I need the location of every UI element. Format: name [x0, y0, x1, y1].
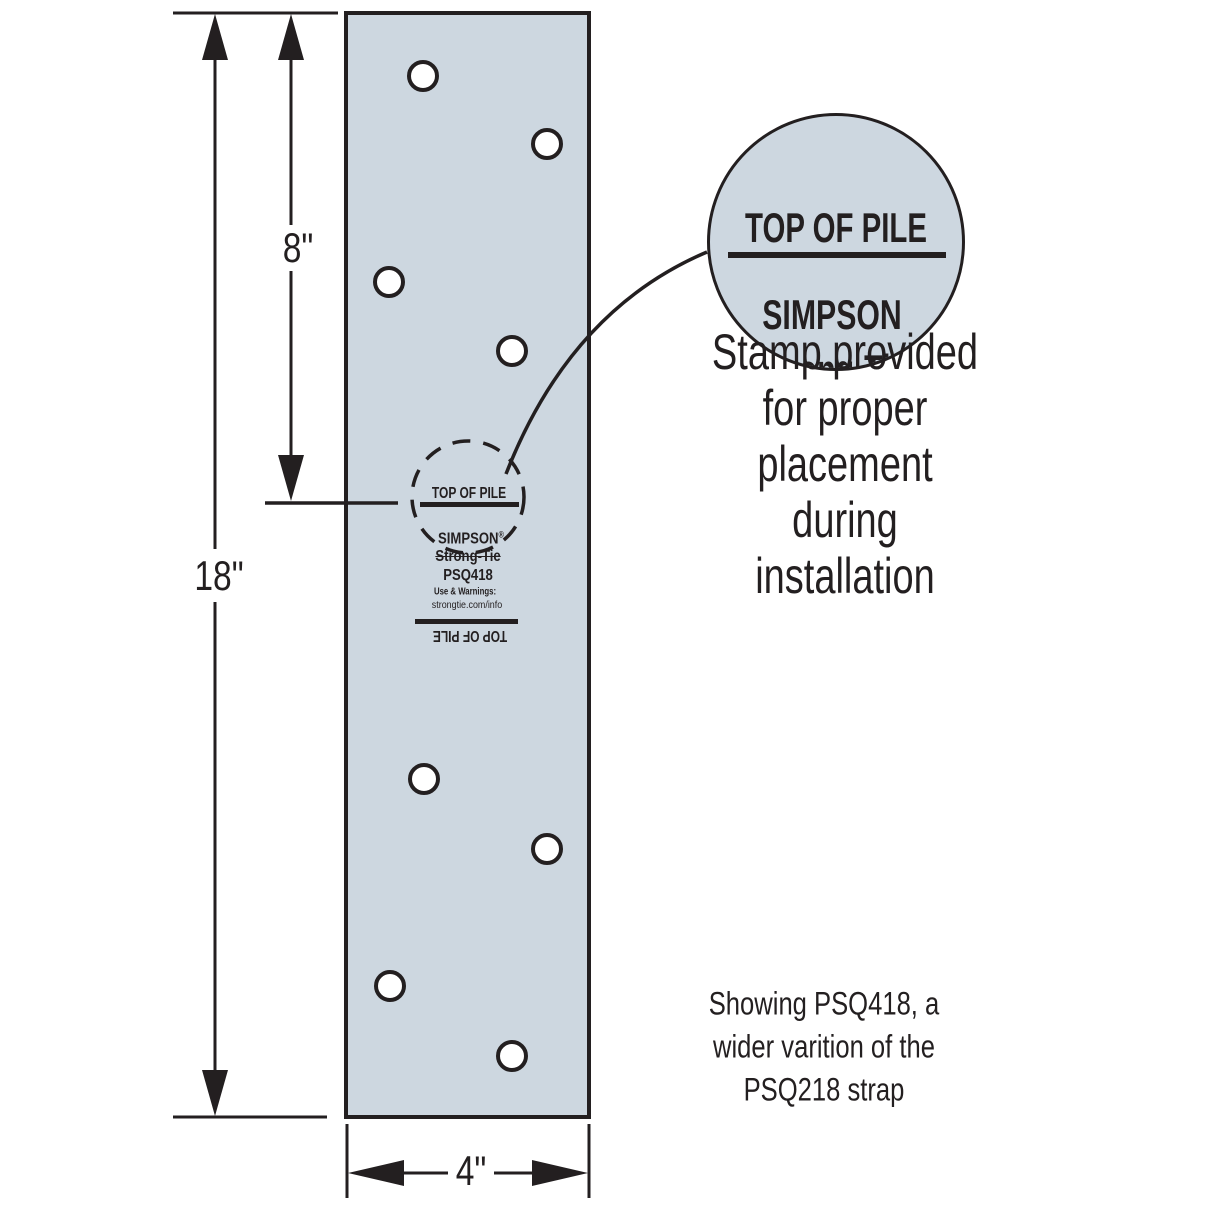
- stamp-note-line3: during installation: [755, 492, 935, 604]
- stamp-model-label: PSQ418: [443, 567, 493, 584]
- bolt-hole: [496, 1040, 528, 1072]
- caption-line3: PSQ218 strap: [743, 1071, 905, 1108]
- caption-line2: wider varition of the: [713, 1028, 935, 1065]
- arrow-down-icon: [278, 455, 304, 501]
- bolt-hole: [531, 128, 563, 160]
- stamp-brand-line2-label: Strong-Tie: [435, 548, 501, 565]
- bolt-hole: [408, 763, 440, 795]
- callout-leader-line: [504, 250, 708, 475]
- arrow-down-icon: [202, 1070, 228, 1116]
- arrow-up-icon: [202, 14, 228, 60]
- bolt-holes: [373, 60, 563, 1072]
- callout-underline: [728, 252, 946, 258]
- bolt-hole: [374, 970, 406, 1002]
- stamp-dashed-circle: [410, 439, 526, 555]
- callout-brand-line2-label: Strong-Tie: [756, 346, 908, 371]
- dimension-label-height: 18": [194, 552, 244, 599]
- stamp-divider-line: [415, 619, 518, 624]
- bolt-hole: [496, 335, 528, 367]
- caption-line1: Showing PSQ418, a: [708, 985, 940, 1022]
- bolt-hole: [407, 60, 439, 92]
- caption: Showing PSQ418, a wider varition of the …: [709, 983, 940, 1112]
- callout-top-of-pile-label: TOP OF PILE: [745, 204, 927, 251]
- registered-mark: ®: [498, 529, 504, 540]
- stamp-note: Stamp provided for proper placement duri…: [705, 324, 985, 604]
- stamp-warnings-url: strongtie.com/info: [431, 599, 503, 611]
- stamp-top-of-pile-label: TOP OF PILE: [431, 485, 507, 502]
- dimension-label-stamp-offset: 8": [282, 224, 314, 271]
- arrow-right-icon: [532, 1160, 588, 1186]
- stamp-brand-text: SIMPSON: [438, 530, 499, 548]
- bolt-hole: [373, 266, 405, 298]
- bolt-hole: [531, 833, 563, 865]
- width-dimension: [345, 1124, 591, 1198]
- callout-brand-label: SIMPSON: [762, 291, 902, 338]
- stamp-underline: [420, 502, 519, 507]
- stamp-warnings-label: Use & Warnings:: [433, 586, 497, 598]
- callout-circle: TOP OF PILE SIMPSON Strong-Tie: [707, 113, 965, 371]
- stamp-top-of-pile-inverted-label: TOP OF PILE: [432, 627, 508, 644]
- stamp-note-line2: for proper placement: [757, 380, 933, 492]
- strap-plate: [344, 11, 591, 1119]
- dimension-label-width: 4": [455, 1147, 487, 1194]
- stamp-brand-label: SIMPSON®: [438, 529, 504, 548]
- arrow-up-icon: [278, 14, 304, 60]
- arrow-left-icon: [348, 1160, 404, 1186]
- stamp-note-line1: Stamp provided: [711, 324, 979, 380]
